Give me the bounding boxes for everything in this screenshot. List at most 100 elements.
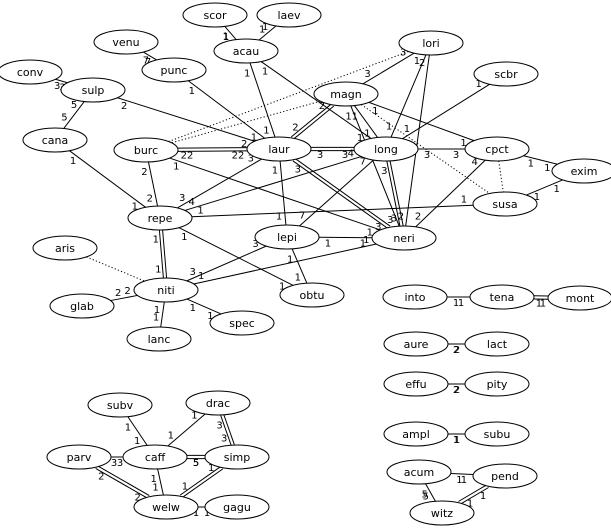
- node-into: into: [382, 284, 448, 310]
- node-punc-shape: [141, 57, 207, 83]
- edge-magn-long-label-from: 1: [352, 111, 358, 122]
- node-lact-label: lact: [487, 338, 508, 351]
- edge-lepi-obtu-line: [291, 248, 308, 284]
- node-niti-shape: [133, 277, 199, 303]
- edge-acum-witz-label-from: 5: [422, 490, 428, 501]
- node-cpct-shape: [464, 136, 530, 162]
- node-lori-label: lori: [422, 37, 439, 50]
- node-lori: lori: [398, 30, 464, 56]
- edge-layer: [55, 25, 563, 508]
- edge-lepi-neri-label-to: 1: [360, 239, 366, 250]
- edge-laur-neri-line-b: [294, 157, 391, 227]
- node-caff-label: caff: [145, 451, 166, 464]
- edge-burc-neri-label-to: 1: [367, 228, 373, 239]
- edge-acum-pend-label-from: 1: [456, 475, 462, 486]
- edge-drac-simp-label-from: 3: [216, 420, 222, 431]
- edge-long-lepi-label-to: 7: [299, 210, 305, 221]
- node-scbr-shape: [473, 61, 539, 87]
- edge-long-cpct-label-to: 3: [453, 150, 459, 161]
- node-ampl-label: ampl: [402, 428, 430, 441]
- edge-lori-long-label-from: 1: [414, 56, 420, 67]
- edge-punc-laur-line: [187, 80, 266, 139]
- node-pity-label: pity: [487, 378, 508, 391]
- node-mont-label: mont: [566, 292, 595, 305]
- node-welw: welw: [133, 494, 199, 520]
- node-pity: pity: [464, 371, 530, 397]
- edge-scor-acau-label-from: 1: [223, 32, 229, 43]
- node-spec: spec: [209, 310, 275, 336]
- node-acau-label: acau: [233, 45, 260, 58]
- node-scbr: scbr: [473, 61, 539, 87]
- edge-aris-niti-line: [86, 256, 145, 282]
- edge-sulp-cana-label-to: 5: [61, 113, 67, 124]
- edge-laur-lepi-label-from: 1: [272, 165, 278, 176]
- edge-sulp-cana-label-from: 5: [71, 100, 77, 111]
- edge-magn-neri-label-to: 3: [387, 215, 393, 226]
- node-lepi-shape: [254, 224, 320, 250]
- edge-burc-repe-label-from: 2: [141, 167, 147, 178]
- node-gagu-label: gagu: [223, 501, 251, 514]
- node-witz-label: witz: [431, 507, 453, 520]
- edge-burc-laur-line-b: [177, 147, 247, 149]
- edge-long-repe-label-to: 4: [188, 197, 194, 208]
- node-gagu: gagu: [204, 494, 270, 520]
- node-tena-shape: [469, 284, 535, 310]
- edge-niti-lanc-label-to: 1: [153, 312, 159, 323]
- node-acum-label: acum: [404, 466, 434, 479]
- edge-lori-magn-label-to: 3: [364, 69, 370, 80]
- node-witz-shape: [409, 500, 475, 526]
- edge-long-repe-line: [184, 156, 362, 211]
- edge-drac-caff-label-from: 1: [191, 410, 197, 421]
- node-pend-shape: [472, 463, 538, 489]
- edge-cpct-susa-line: [498, 160, 504, 193]
- edge-acau-long-line: [260, 61, 372, 139]
- node-cana-label: cana: [42, 134, 69, 147]
- edge-repe-obtu-label-from: 1: [181, 232, 187, 243]
- edge-repe-niti-label-to: 1: [155, 265, 161, 276]
- node-lanc-shape: [126, 326, 192, 352]
- edge-magn-laur-line-a: [290, 103, 333, 138]
- node-magn-shape: [313, 81, 379, 107]
- edge-drac-simp-label-to: 3: [221, 434, 227, 445]
- edge-magn-cpct-line: [368, 101, 475, 142]
- edge-cpct-neri-line: [415, 159, 486, 228]
- node-magn: magn: [313, 81, 379, 107]
- node-subv-label: subv: [107, 399, 134, 412]
- edge-aure-lact-label-from: 2: [454, 345, 460, 356]
- edge-cana-repe-line: [69, 150, 146, 208]
- node-spec-label: spec: [229, 317, 255, 330]
- edge-magn-cpct-label-from: 1: [372, 106, 378, 117]
- edge-cpct-exim-label-to: 1: [544, 163, 550, 174]
- edge-caff-welw-label-from: 1: [151, 474, 157, 485]
- edge-neri-niti-label-to: 1: [198, 271, 204, 282]
- edge-acum-pend-label-to: 1: [461, 475, 467, 486]
- node-obtu-label: obtu: [300, 289, 325, 302]
- node-laur-label: laur: [268, 143, 290, 156]
- edge-acau-laur-label-to: 1: [263, 125, 269, 136]
- edge-burc-repe-line: [147, 161, 159, 207]
- node-aris: aris: [32, 235, 98, 261]
- edge-susa-exim-label-to: 1: [553, 184, 559, 195]
- node-caff-shape: [122, 444, 188, 470]
- node-mont: mont: [547, 285, 611, 311]
- edge-cpct-exim-label-from: 1: [528, 159, 534, 170]
- edge-laur-repe-label-from: 3: [248, 153, 254, 164]
- node-scor-label: scor: [203, 9, 227, 22]
- node-glab: glab: [49, 293, 115, 319]
- node-pend: pend: [472, 463, 538, 489]
- edge-into-tena-label-to: 1: [458, 298, 464, 309]
- edge-punc-laur-label-from: 1: [189, 86, 195, 97]
- edge-acum-pend-line: [450, 472, 474, 476]
- node-repe-label: repe: [148, 212, 173, 225]
- edge-label-layer: 1111773355221111113311221122111113112222…: [54, 22, 560, 519]
- node-acau: acau: [213, 38, 279, 64]
- node-lanc-label: lanc: [148, 333, 171, 346]
- node-subu: subu: [464, 421, 530, 447]
- edge-punc-laur-label-to: 1: [251, 133, 257, 144]
- edge-simp-welw-line-b: [181, 468, 224, 499]
- edge-acau-laur-label-from: 1: [244, 68, 250, 79]
- edge-lori-neri-label-from: 2: [419, 58, 425, 69]
- edge-effu-pity-label-to: 2: [453, 385, 459, 396]
- edge-niti-lanc-label-from: 1: [154, 305, 160, 316]
